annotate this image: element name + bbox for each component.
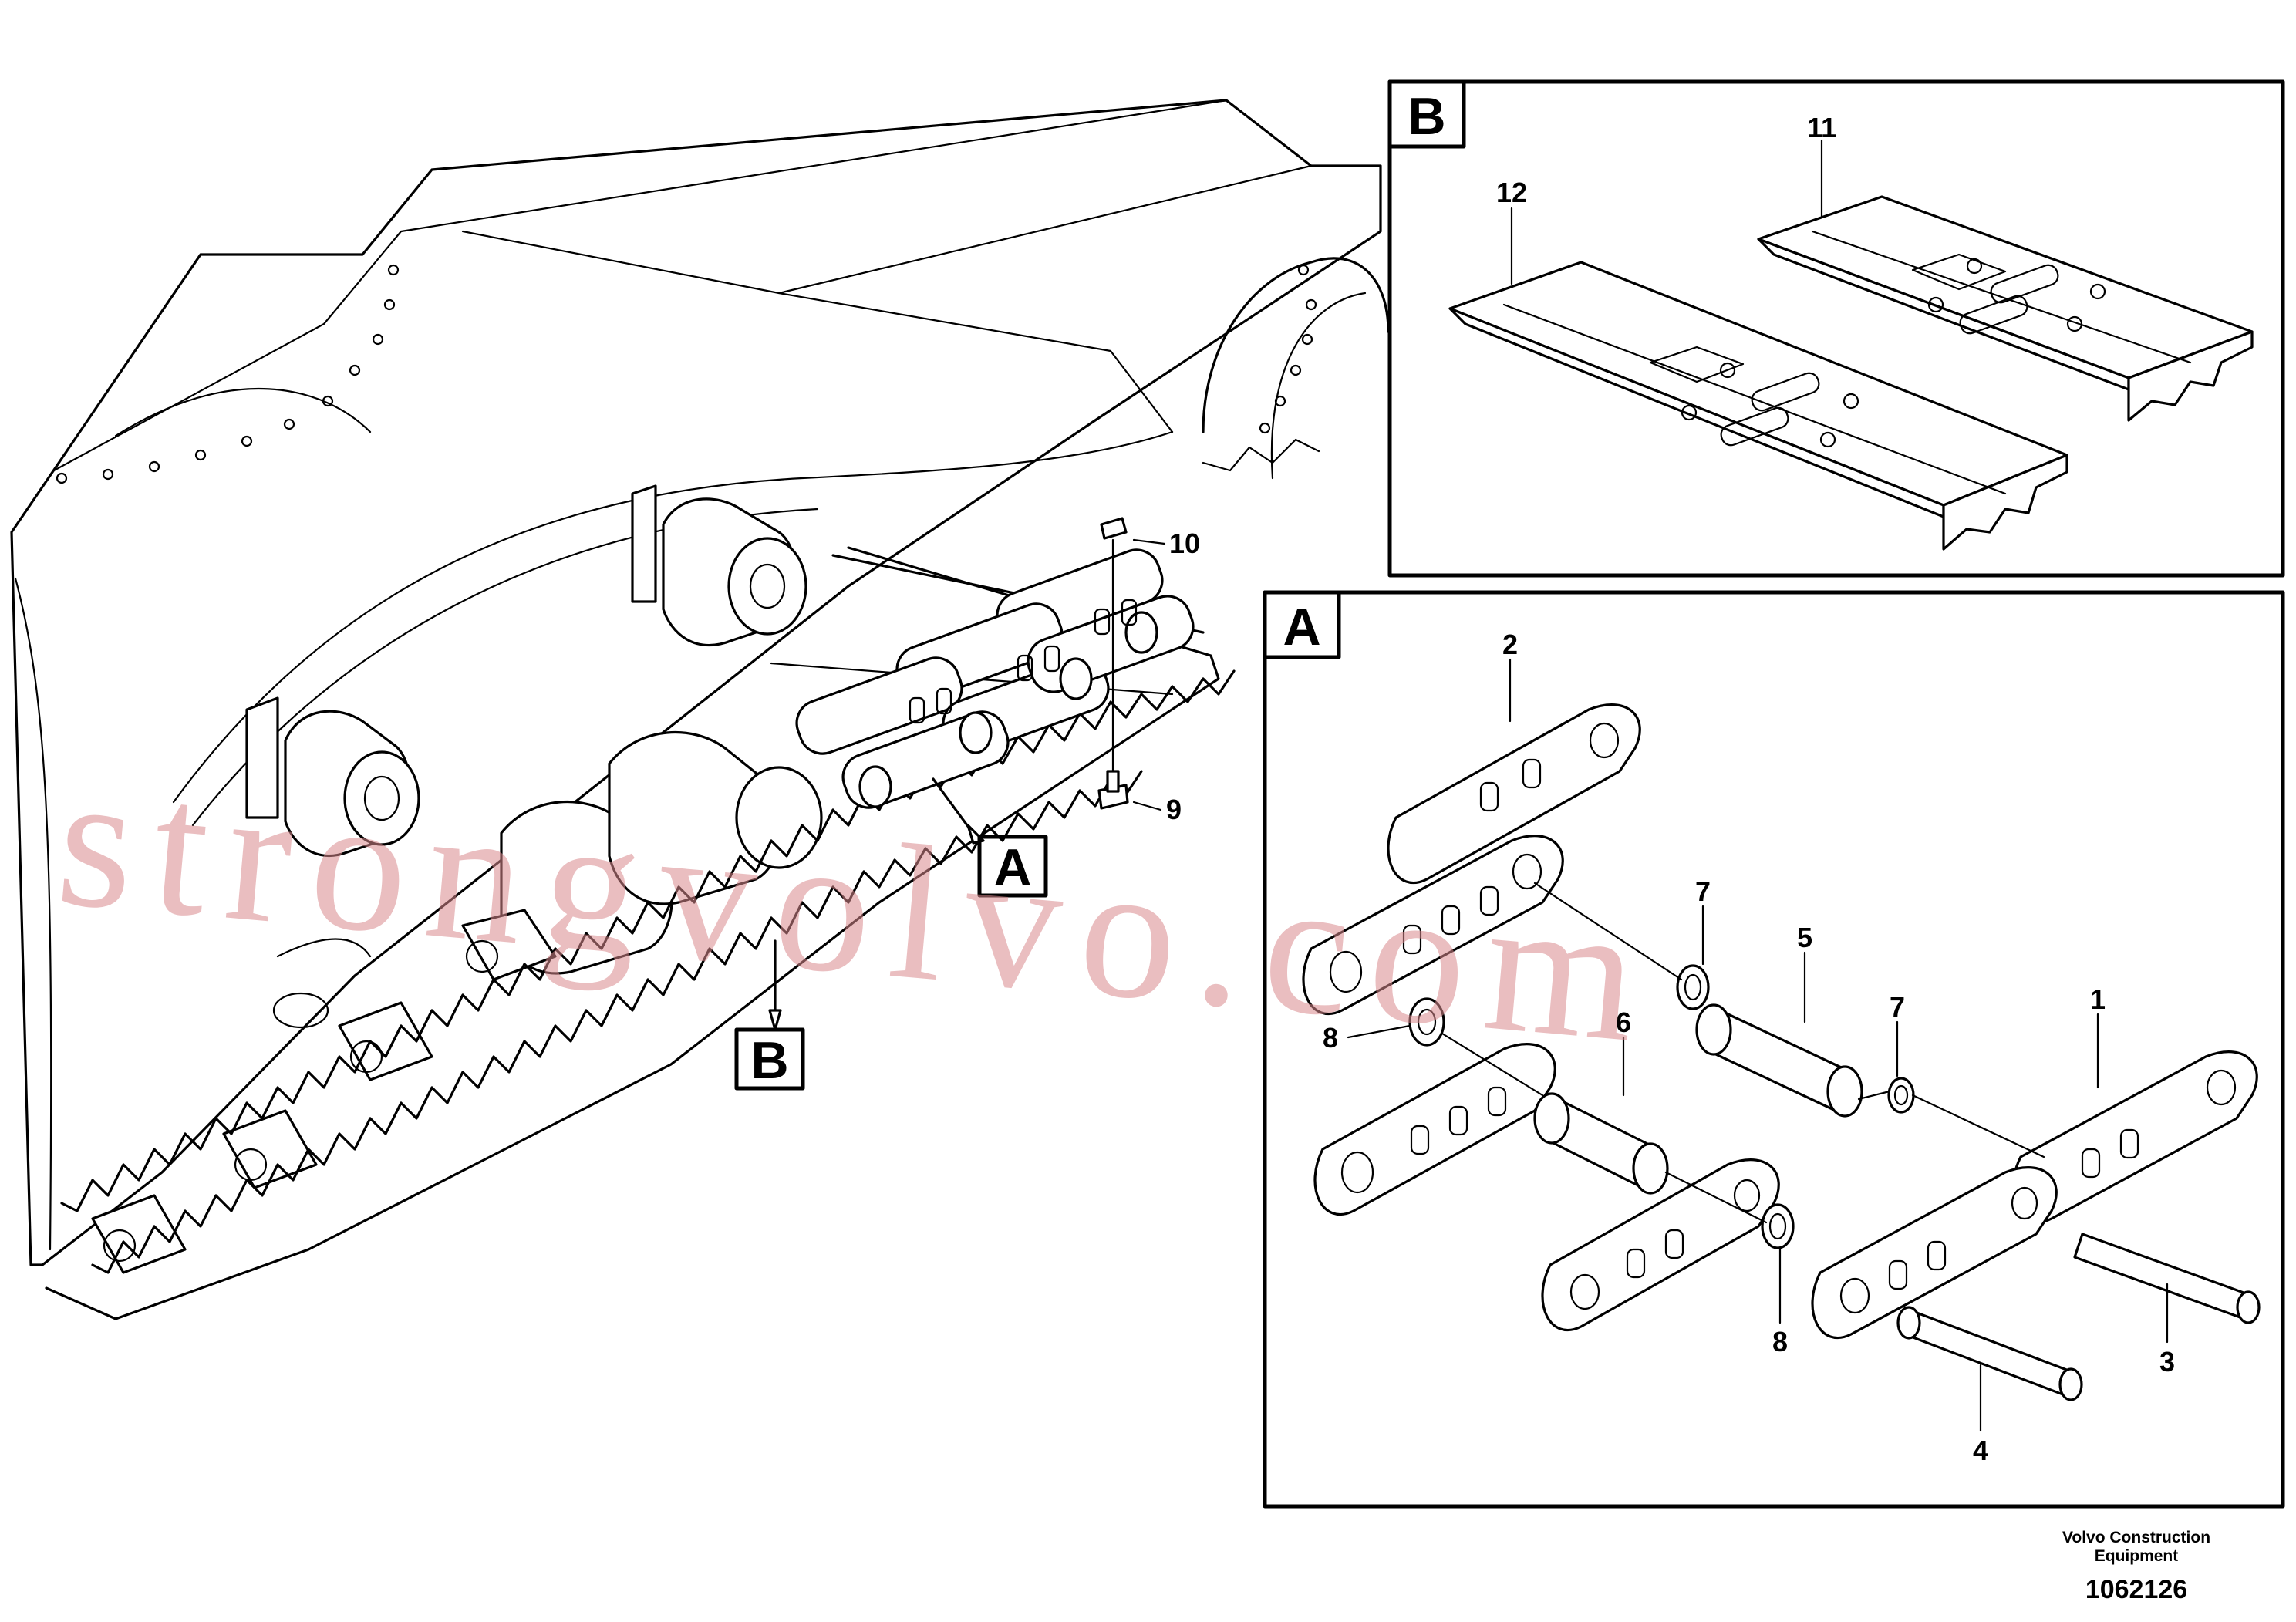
track-bolt: [1097, 517, 1129, 810]
callout-5: 5: [1797, 922, 1812, 953]
label-box-b-overview: B: [734, 1027, 805, 1091]
carrier-roller: [631, 484, 807, 647]
seal-8a: [1408, 997, 1445, 1047]
chain-link-group: [795, 548, 1195, 809]
callout-8a: 8: [1323, 1022, 1338, 1054]
link-2: [1387, 703, 1641, 885]
inset-b: B 11 12: [1387, 79, 2285, 578]
undercarriage-frame: [10, 99, 1390, 1266]
callout-6: 6: [1616, 1007, 1631, 1038]
credit-line-1: Volvo Construction: [2062, 1529, 2210, 1546]
link-lower-center: [1541, 1158, 1780, 1332]
overview-leaders: [768, 538, 1166, 1031]
callout-9: 9: [1166, 794, 1182, 825]
callout-4: 4: [1973, 1435, 1988, 1466]
callout-8b: 8: [1772, 1326, 1788, 1357]
carrier-roller: [245, 696, 420, 858]
bolt-circle: [56, 264, 1317, 484]
track-roller-row: [91, 730, 823, 1274]
callout-10: 10: [1169, 528, 1200, 559]
callout-11: 11: [1807, 112, 1836, 143]
track-shoe-12: [1448, 261, 2068, 551]
figure-number: 1062126: [2085, 1575, 2187, 1604]
seal-7b: [1887, 1077, 1915, 1114]
callout-2: 2: [1502, 629, 1518, 660]
label-box-a-overview: A: [977, 835, 1048, 898]
inset-b-label: B: [1408, 87, 1445, 146]
pin-4: [1896, 1306, 2083, 1401]
link-upper-left: [1302, 835, 1564, 1016]
label-b-overview: B: [750, 1031, 788, 1090]
seal-8b: [1761, 1203, 1795, 1249]
track-chain: [45, 546, 1236, 1320]
credit-line-2: Equipment: [2095, 1547, 2179, 1565]
bushing-lower: [1533, 1092, 1669, 1195]
link-right-lower: [1811, 1166, 2058, 1340]
callout-3: 3: [2159, 1346, 2175, 1378]
seal-7a: [1676, 964, 1710, 1010]
callout-7a: 7: [1695, 875, 1711, 907]
inset-a-label: A: [1283, 598, 1320, 656]
pin-3: [2073, 1233, 2261, 1324]
bushing-5: [1695, 1003, 1863, 1118]
inset-a: A: [1263, 590, 2285, 1509]
callout-1: 1: [2090, 983, 2106, 1015]
label-a-overview: A: [993, 838, 1031, 897]
track-shoe-11: [1757, 195, 2254, 422]
callout-12: 12: [1496, 177, 1527, 208]
callout-7b: 7: [1890, 991, 1905, 1023]
